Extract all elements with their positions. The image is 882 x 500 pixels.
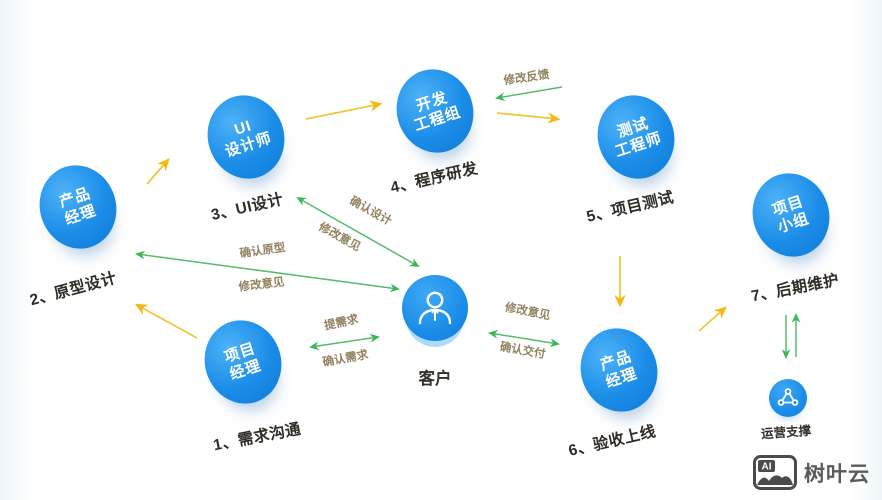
edge-label-confirm-delivery: 确认交付 xyxy=(499,339,547,361)
edge-label-ui-revision: 修改意见 xyxy=(316,219,364,254)
edge-label-confirm-design: 确认设计 xyxy=(347,193,394,228)
svg-text:AI: AI xyxy=(762,462,772,473)
watermark: AI 树叶云 xyxy=(753,455,870,490)
node-customer xyxy=(402,275,468,341)
edge-label-delivery-revision: 修改意见 xyxy=(503,300,552,323)
yellow-flow-arrows xyxy=(134,100,727,339)
person-icon xyxy=(418,291,452,325)
customer-label: 客户 xyxy=(418,370,452,388)
edge-label-confirm-requirement: 确认需求 xyxy=(321,347,369,369)
ai-logo-icon: AI xyxy=(753,455,797,490)
node-ops-support xyxy=(769,379,807,417)
edge-label-dev-test-feedback: 修改反馈 xyxy=(502,67,551,87)
edge-label-submit-requirement: 提需求 xyxy=(323,312,360,333)
network-icon xyxy=(777,388,799,406)
ops-label: 运营支撑 xyxy=(760,423,812,442)
edge-label-confirm-prototype: 确认原型 xyxy=(239,240,287,260)
green-feedback-arrows xyxy=(135,86,801,359)
edge-label-proto-revision: 修改意见 xyxy=(237,274,286,294)
watermark-brand: 树叶云 xyxy=(804,462,870,486)
